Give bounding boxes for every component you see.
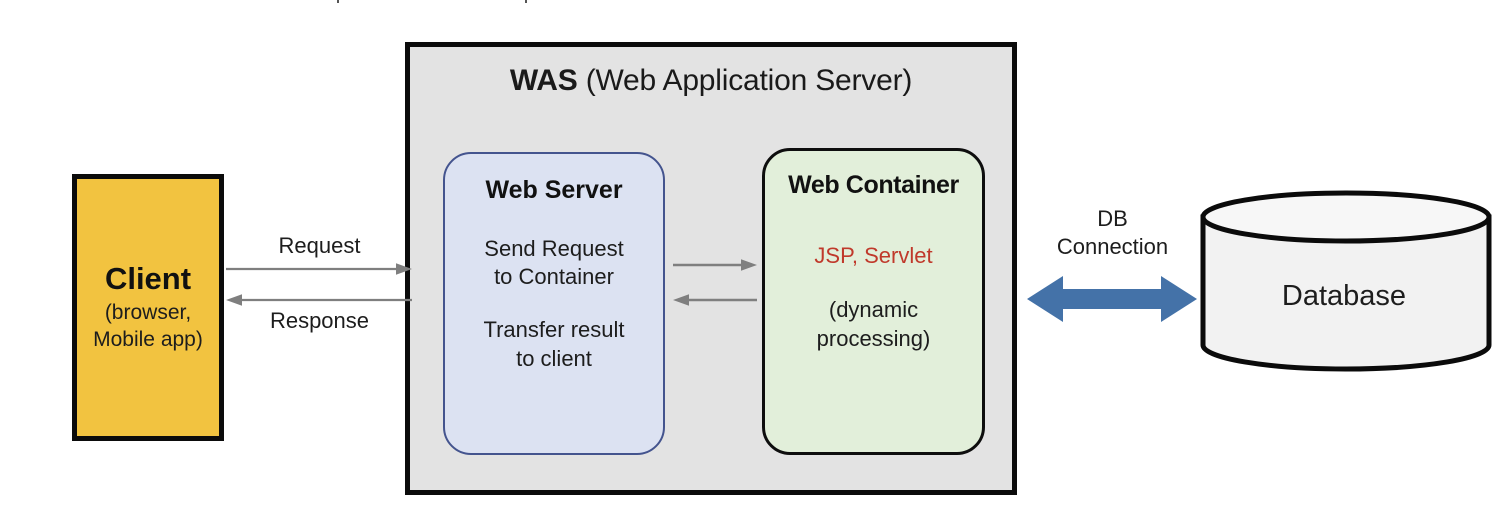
was-title-bold: WAS bbox=[509, 64, 578, 97]
db-connection-label: DB Connection bbox=[1020, 205, 1205, 260]
client-title: Client bbox=[104, 261, 192, 297]
web-container-title: Web Container bbox=[788, 171, 959, 199]
db-connection-arrow bbox=[1027, 276, 1197, 322]
client-subtitle-line1: (browser, bbox=[104, 301, 192, 325]
web-container-line-1: (dynamic bbox=[828, 297, 919, 323]
db-connection-label-line2: Connection bbox=[1056, 233, 1169, 259]
client-box: Client (browser, Mobile app) bbox=[72, 174, 224, 441]
db-connection-label-line1: DB bbox=[1097, 206, 1128, 231]
web-server-line-1: Send Request bbox=[484, 235, 624, 261]
was-title-rest: (Web Application Server) bbox=[577, 64, 913, 97]
client-subtitle-line2: Mobile app) bbox=[93, 327, 203, 351]
database-label: Database bbox=[1281, 280, 1407, 312]
web-server-line-4: to client bbox=[516, 345, 592, 371]
database-cylinder bbox=[1200, 190, 1492, 372]
web-server-title: Web Server bbox=[485, 176, 623, 204]
clipped-text-artifact bbox=[525, 0, 527, 3]
web-server-line-3: Transfer result bbox=[483, 316, 625, 342]
web-container-box: Web Container JSP, Servlet (dynamic proc… bbox=[762, 148, 985, 455]
server-to-container-arrow bbox=[673, 259, 757, 271]
request-arrow bbox=[226, 263, 412, 275]
web-container-tech-label: JSP, Servlet bbox=[814, 242, 933, 268]
request-arrow-label: Request bbox=[278, 233, 361, 258]
web-container-line-2: processing) bbox=[816, 325, 931, 351]
was-title: WAS (Web Application Server) bbox=[405, 64, 1017, 98]
web-server-box: Web Server Send Request to Container Tra… bbox=[443, 152, 665, 455]
web-server-line-2: to Container bbox=[494, 264, 614, 290]
response-arrow bbox=[226, 294, 412, 306]
container-to-server-arrow bbox=[673, 294, 757, 306]
clipped-text-artifact bbox=[337, 0, 339, 3]
response-arrow-label: Response bbox=[269, 308, 370, 333]
